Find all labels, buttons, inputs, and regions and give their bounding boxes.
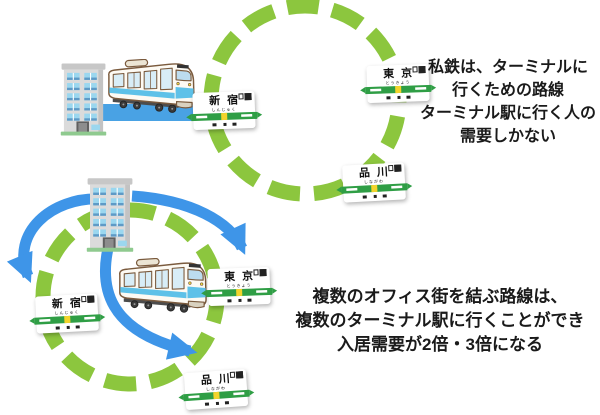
- station-sign-tokyo-bottom: 東京 とうきょう: [206, 266, 273, 307]
- commuter-train-icon-top: [108, 59, 195, 114]
- caption-private-railway: 私鉄は、ターミナルに 行くための路線 ターミナル駅に行く人の 需要しかない: [418, 56, 598, 148]
- caption-line: 行くための路線: [451, 82, 564, 99]
- track-line-top: [98, 104, 210, 121]
- commuter-train-icon-bottom: [118, 258, 207, 313]
- jr-mark-icon: [237, 93, 252, 101]
- top-diagram: [61, 0, 407, 202]
- curved-route-arrow-to-tokyo: [131, 190, 247, 255]
- line-color-band: [206, 287, 273, 298]
- jr-mark-icon: [387, 164, 402, 173]
- line-color-band: [191, 111, 258, 122]
- adjacent-stations-marks: [343, 192, 406, 200]
- caption-line: 私鉄は、ターミナルに: [427, 59, 588, 76]
- caption-line: 複数のターミナル駅に行くことができ: [295, 311, 585, 330]
- station-sign-shinjuku-bottom: 新宿 しんじゅく: [34, 293, 101, 334]
- caption-multi-terminal-line: 複数のオフィス街を結ぶ路線は、 複数のターミナル駅に行くことができ 入居需要が2…: [282, 285, 598, 357]
- caption-line: 入居需要が2倍・3倍になる: [337, 335, 543, 354]
- curved-route-arrow-to-shinjuku: [6, 193, 101, 284]
- adjacent-stations-marks: [208, 297, 271, 303]
- caption-line: 複数のオフィス街を結ぶ路線は、: [312, 287, 568, 306]
- office-building-icon-bottom: [87, 178, 133, 252]
- station-sign-shinagawa-bottom: 品川 しながわ: [183, 368, 250, 411]
- station-sign-shinjuku-top: 新宿 しんじゅく: [191, 90, 258, 131]
- station-sign-shinagawa-top: 品川 しながわ: [341, 162, 408, 203]
- curved-route-arrow-to-shinagawa: [99, 238, 198, 360]
- jr-mark-icon: [229, 371, 244, 379]
- adjacent-stations-marks: [193, 121, 256, 127]
- jr-mark-icon: [252, 269, 267, 277]
- adjacent-stations-marks: [36, 323, 99, 331]
- dashed-route-loop-top: [203, 0, 407, 202]
- caption-line: 需要しかない: [459, 128, 556, 145]
- office-building-icon-top: [61, 63, 106, 135]
- caption-line: ターミナル駅に行く人の: [419, 105, 596, 122]
- jr-mark-icon: [80, 295, 95, 304]
